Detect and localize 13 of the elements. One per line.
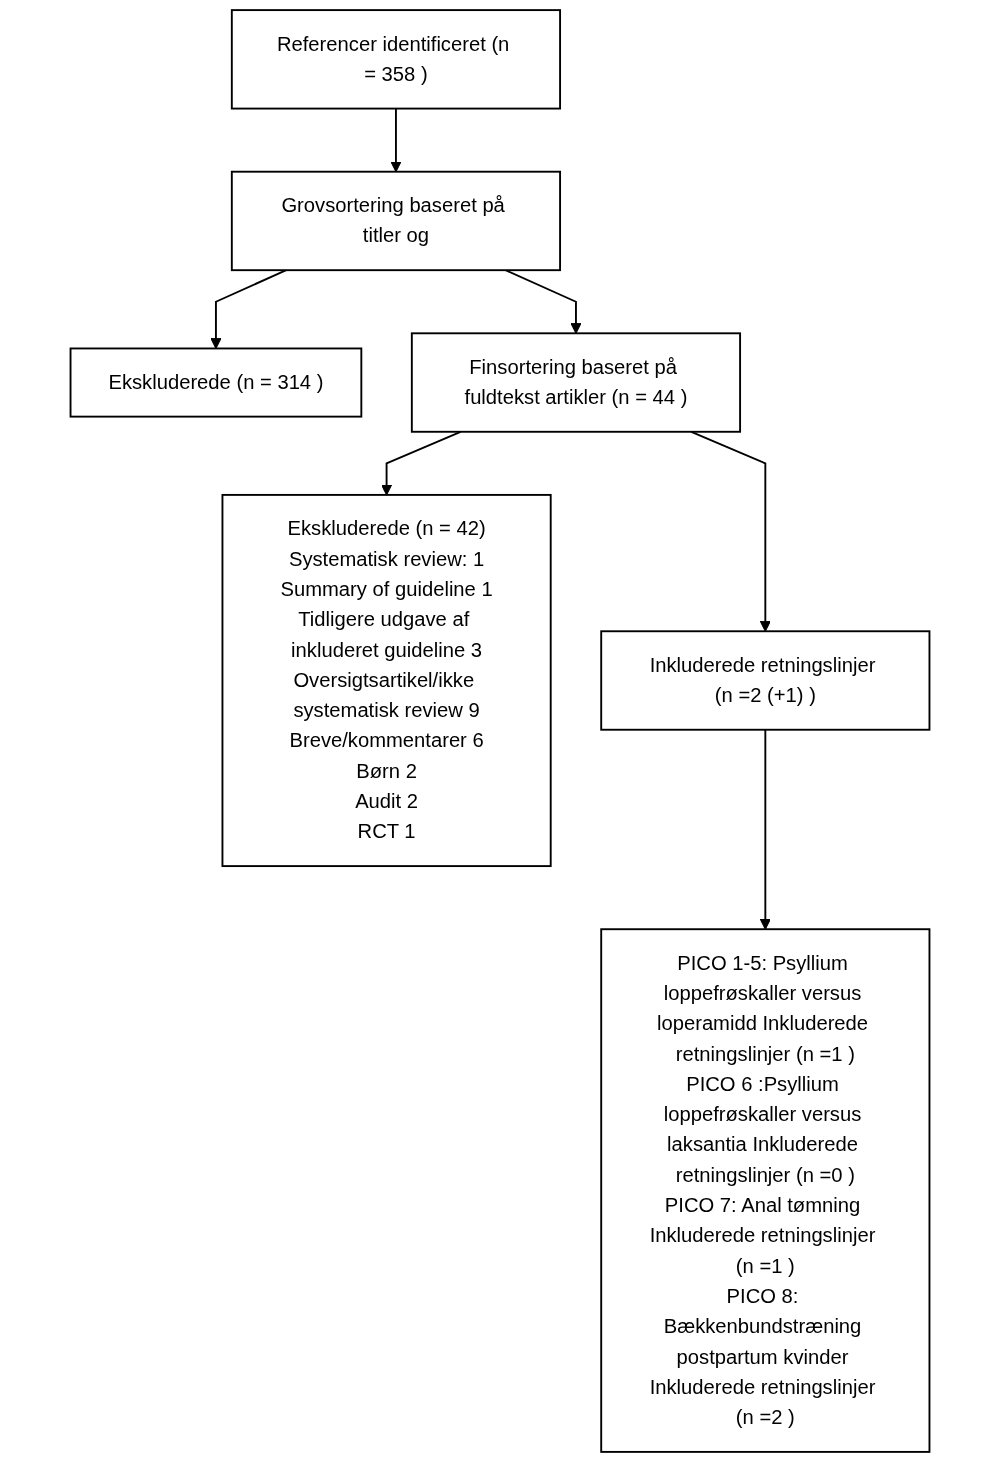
node-box: Finsortering baseret på fuldtekst artikler (n = 44 ) [410, 332, 742, 433]
arrow [390, 107, 402, 173]
node-box: Inkluderede retningslinjer (n =2 (+1) ) [600, 630, 931, 731]
node-box: PICO 1-5: Psyllium loppefrøskaller versus loperamidd Inkluderede retningslinjer (n =1 ) PICO 6 :Psyllium loppefrøskaller versus laksantia Inkluderede retningslinjer (n =0 ) PICO 7: Anal tømning Inkluderede retningslinjer (n =1 ) PICO 8: Bækkenbundstræning postpartum kvinder Inkluderede retningslinjer (n =2 ) [600, 928, 931, 1453]
arrow [504, 269, 582, 334]
arrow [210, 269, 288, 349]
node-box: Ekskluderede (n = 314 ) [69, 347, 363, 418]
node-box: Ekskluderede (n = 42) Systematisk review: 1 Summary of guideline 1 Tidligere udgave af inkluderet guideline 3 Oversigtsartikel/ikke systematisk review 9 Breve/kommentarer 6 Børn 2 Audit 2 RCT 1 [221, 493, 552, 868]
node-box: Grovsortering baseret på titler og [230, 170, 561, 272]
arrow [690, 430, 771, 632]
arrow [381, 430, 462, 496]
node-box: Referencer identificeret (n = 358 ) [230, 9, 561, 110]
arrow [759, 728, 771, 930]
